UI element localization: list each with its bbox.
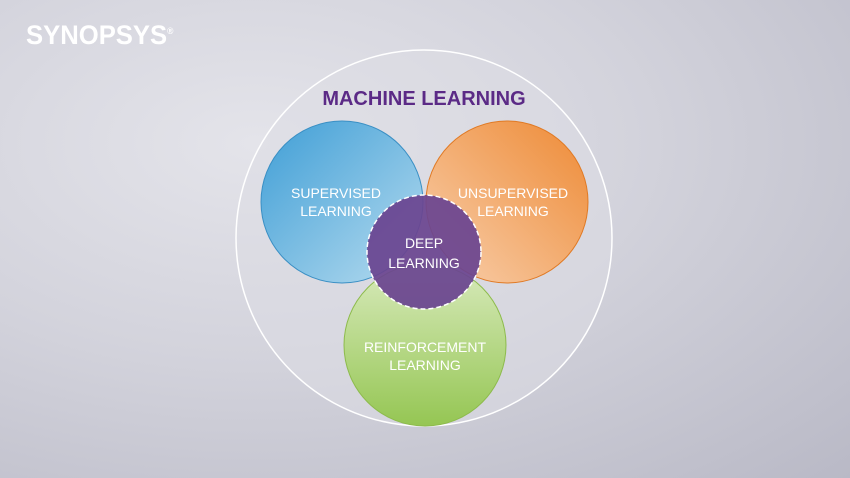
reinforcement-label-2: LEARNING xyxy=(389,357,461,373)
machine-learning-label: MACHINE LEARNING xyxy=(322,88,525,110)
deep-learning-label-2: LEARNING xyxy=(388,255,460,271)
supervised-label-2: LEARNING xyxy=(300,203,372,219)
unsupervised-label-2: LEARNING xyxy=(477,203,549,219)
registered-mark: ® xyxy=(167,26,174,36)
deep-learning-circle xyxy=(366,194,482,310)
supervised-label-1: SUPERVISED xyxy=(291,185,381,201)
synopsys-logo: SYNOPSYS® xyxy=(26,20,173,51)
unsupervised-label-1: UNSUPERVISED xyxy=(458,185,568,201)
reinforcement-label-1: REINFORCEMENT xyxy=(364,339,487,355)
deep-learning-label-1: DEEP xyxy=(405,235,443,251)
logo-text: SYNOPSYS xyxy=(26,20,168,50)
